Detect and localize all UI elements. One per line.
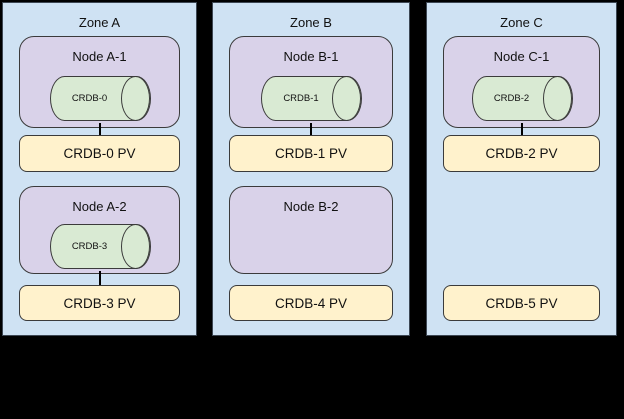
node-c1: Node C-1 CRDB-2 [443,36,600,128]
crdb-3-pv-label: CRDB-3 PV [63,295,136,311]
zone-a-label: Zone A [78,15,121,30]
crdb-4-pv-box: CRDB-4 PV [229,285,393,321]
crdb-0-pv-box: CRDB-0 PV [19,135,180,172]
node-b1: Node B-1 CRDB-1 [229,36,393,128]
zone-a-container: Zone A Node A-1 CRDB-0 CRDB-0 PV Node A-… [2,2,197,336]
node-b2-label: Node B-2 [283,199,339,214]
crdb-3-pv-box: CRDB-3 PV [19,285,180,321]
node-a2: Node A-2 CRDB-3 [19,186,180,274]
node-b1-label: Node B-1 [283,49,339,64]
crdb-1-pod-pv-connector [310,123,312,137]
zone-c-container: Zone C Node C-1 CRDB-2 CRDB-2 PV CRDB-5 … [426,2,617,336]
zone-c-label: Zone C [500,15,543,30]
node-a2-label: Node A-2 [72,199,127,214]
crdb-0-pod-label: CRDB-0 [71,93,108,104]
cylinder-end-cap [120,224,150,269]
crdb-4-pv-label: CRDB-4 PV [274,295,347,311]
crdb-0-pod-cylinder-icon: CRDB-0 [49,76,151,121]
crdb-0-pod-pv-connector [98,123,101,137]
crdb-3-pod-pv-connector [98,271,101,287]
cylinder-end-cap [120,76,150,121]
crdb-1-pod-cylinder-icon: CRDB-1 [261,76,362,121]
node-b2: Node B-2 [229,186,393,274]
crdb-1-pv-label: CRDB-1 PV [274,146,347,161]
crdb-5-pv-box: CRDB-5 PV [443,285,600,321]
crdb-2-pod-cylinder-icon: CRDB-2 [471,76,573,121]
cylinder-end-cap [332,76,361,121]
crdb-2-pod-label: CRDB-2 [493,93,530,104]
crdb-3-pod-label: CRDB-3 [71,241,108,252]
zone-b-container: Zone B Node B-1 CRDB-1 CRDB-1 PV Node B-… [212,2,410,336]
zone-b-label: Zone B [290,15,332,30]
node-a1-label: Node A-1 [72,49,127,64]
crdb-0-pv-label: CRDB-0 PV [63,146,136,161]
crdb-1-pod-label: CRDB-1 [283,93,319,104]
crdb-5-pv-label: CRDB-5 PV [485,295,558,311]
node-a1: Node A-1 CRDB-0 [19,36,180,128]
crdb-1-pv-box: CRDB-1 PV [229,135,393,172]
node-c1-label: Node C-1 [493,49,550,64]
crdb-2-pod-pv-connector [520,123,523,137]
cylinder-end-cap [542,76,572,121]
crdb-2-pv-box: CRDB-2 PV [443,135,600,172]
crdb-2-pv-label: CRDB-2 PV [485,146,558,161]
crdb-3-pod-cylinder-icon: CRDB-3 [49,224,151,269]
